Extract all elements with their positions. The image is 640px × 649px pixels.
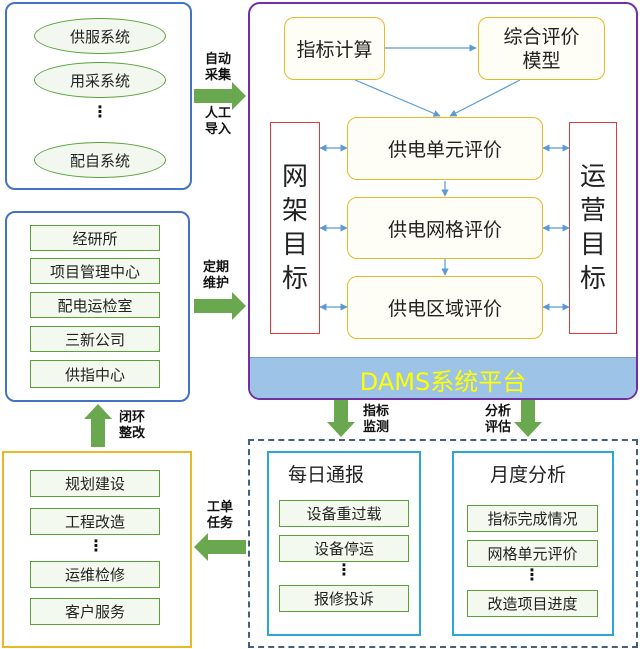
platform-name-bar: DAMS系统平台 (250, 357, 636, 398)
monthly-analysis-title: 月度分析 (489, 463, 566, 486)
department-item: 三新公司 (30, 326, 160, 352)
monthly-analysis-panel (452, 451, 614, 636)
department-item: 经研所 (30, 225, 160, 251)
arrow-tasks-to-actions (194, 533, 246, 561)
source-system-item: 供服系统 (34, 18, 166, 54)
ellipsis-icon: ⋮ (524, 565, 540, 584)
action-item: 运维检修 (30, 561, 160, 588)
reports-panel (248, 439, 638, 648)
arrow-label-closed-loop: 闭环整改 (118, 410, 145, 441)
ellipsis-icon: ⋮ (336, 560, 352, 579)
daily-report-item: 设备重过载 (279, 500, 409, 527)
department-item: 供指中心 (30, 360, 160, 388)
arrow-platform-to-monthly (514, 400, 542, 437)
action-item: 工程改造 (30, 508, 160, 535)
monthly-analysis-item: 指标完成情况 (467, 505, 598, 532)
source-system-item: 用采系统 (34, 62, 166, 98)
arrow-depts-to-platform (194, 292, 246, 320)
arrow-actions-to-depts (84, 404, 112, 447)
daily-report-title: 每日通报 (287, 463, 364, 486)
arrow-sources-to-platform (194, 82, 246, 110)
action-item: 规划建设 (30, 470, 160, 497)
connector-model-to-unit (449, 79, 521, 117)
connector-calc-to-unit (354, 79, 441, 117)
arrow-label-periodic-maintain: 定期维护 (202, 260, 229, 291)
department-item: 项目管理中心 (30, 258, 160, 284)
departments-panel (5, 211, 190, 402)
daily-report-item: 报修投诉 (279, 585, 409, 612)
source-system-item: 配自系统 (34, 142, 166, 178)
ops-target-box: 运营目标 (569, 122, 617, 334)
area-eval-box: 供电区域评价 (347, 276, 543, 339)
arrow-label-manual-import: 人工导入 (204, 106, 231, 137)
monthly-analysis-item: 改造项目进度 (467, 590, 598, 617)
dams-platform-panel: DAMS系统平台 (248, 2, 638, 400)
eval-model-box: 综合评价 模型 (478, 17, 605, 80)
arrow-label-analysis-eval: 分析评估 (484, 404, 511, 435)
index-calc-box: 指标计算 (284, 17, 385, 80)
actions-panel (2, 451, 192, 648)
department-item: 配电运检室 (30, 292, 160, 318)
source-systems-panel (5, 2, 192, 190)
daily-report-panel (267, 451, 421, 636)
arrow-label-index-monitor: 指标监测 (362, 404, 389, 435)
monthly-analysis-item: 网格单元评价 (467, 540, 598, 567)
unit-eval-box: 供电单元评价 (347, 117, 543, 180)
arrow-platform-to-daily (327, 400, 355, 437)
action-item: 客户服务 (30, 598, 160, 625)
daily-report-item: 设备停运 (279, 535, 409, 562)
arrow-label-auto-collect: 自动采集 (204, 52, 231, 83)
grid-eval-box: 供电网格评价 (347, 197, 543, 259)
ellipsis-icon: ⋮ (92, 102, 108, 121)
arrow-label-work-order: 工单任务 (206, 500, 233, 531)
grid-target-box: 网架目标 (270, 122, 320, 334)
ellipsis-icon: ⋮ (88, 536, 104, 555)
